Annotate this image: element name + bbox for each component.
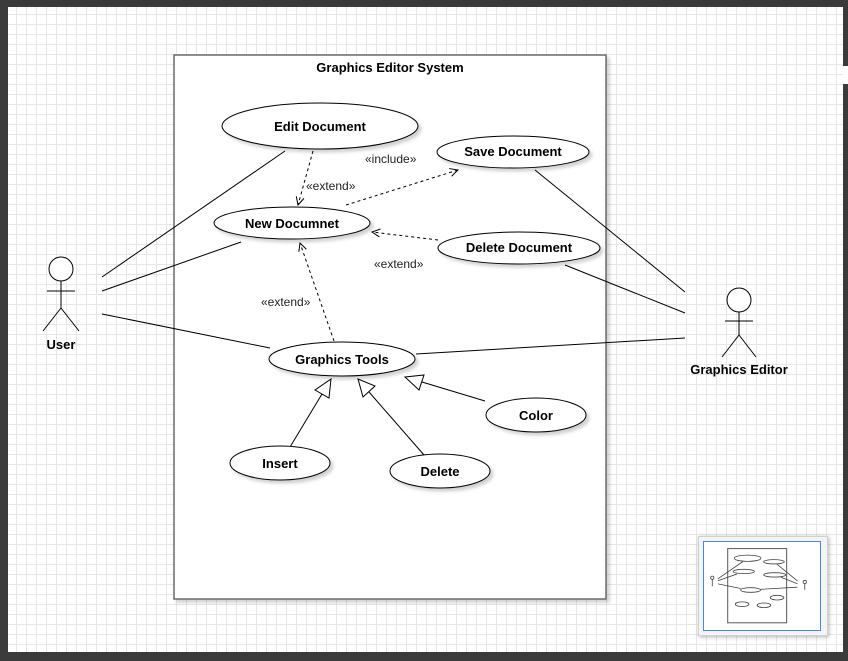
use-case-new-document[interactable]: New Documnet (213, 206, 371, 240)
use-case-label: Insert (262, 456, 298, 471)
extend-tools-to-new-arrow[interactable] (300, 243, 335, 342)
use-case-save-document[interactable]: Save Document (436, 135, 590, 169)
use-case-label: Delete Document (466, 240, 573, 255)
use-case-color[interactable]: Color (485, 397, 587, 433)
outline-viewport[interactable] (703, 541, 821, 631)
extend-label-edit: «extend» (306, 179, 356, 193)
generalization-color[interactable] (403, 374, 486, 402)
extend-label-delete: «extend» (374, 257, 424, 271)
outline-thumbnail (710, 548, 807, 624)
use-case-delete-document[interactable]: Delete Document (437, 231, 601, 265)
extend-label-tools: «extend» (261, 295, 311, 309)
system-title: Graphics Editor System (316, 60, 463, 75)
actor-user[interactable] (42, 256, 80, 332)
use-case-label: Color (519, 408, 553, 423)
use-case-insert[interactable]: Insert (229, 445, 331, 481)
use-case-label: Delete (420, 464, 459, 479)
include-new-to-save-arrow[interactable] (345, 170, 458, 206)
use-case-graphics-tools[interactable]: Graphics Tools (268, 341, 416, 377)
extend-delete-to-new-arrow[interactable] (372, 232, 439, 241)
generalization-insert[interactable] (289, 377, 332, 448)
actor-head-icon (726, 287, 752, 313)
include-label: «include» (365, 152, 417, 166)
actor-graphics-editor-label: Graphics Editor (690, 362, 788, 377)
actor-graphics-editor[interactable] (721, 287, 757, 358)
panel-edge (843, 66, 848, 84)
assoc-user-graphics-tools[interactable] (101, 313, 271, 349)
outline-panel[interactable] (698, 536, 828, 636)
generalizations (289, 374, 486, 456)
associations (101, 150, 686, 355)
assoc-editor-graphics-tools[interactable] (415, 337, 686, 355)
assoc-editor-save-document[interactable] (534, 169, 686, 293)
actor-head-icon (48, 256, 74, 282)
generalization-delete[interactable] (357, 378, 425, 456)
actor-user-label: User (47, 337, 76, 352)
use-case-label: Save Document (464, 144, 562, 159)
assoc-user-edit-document[interactable] (101, 150, 286, 278)
use-case-edit-document[interactable]: Edit Document (221, 102, 419, 150)
use-case-delete[interactable]: Delete (389, 453, 491, 489)
assoc-user-new-document[interactable] (101, 241, 242, 292)
diagram-canvas[interactable]: Graphics Editor System (8, 7, 843, 652)
assoc-editor-delete-document[interactable] (564, 264, 686, 314)
use-case-label: Edit Document (274, 119, 366, 134)
dependencies (298, 150, 458, 342)
use-case-label: New Documnet (245, 216, 340, 231)
use-case-label: Graphics Tools (295, 352, 389, 367)
